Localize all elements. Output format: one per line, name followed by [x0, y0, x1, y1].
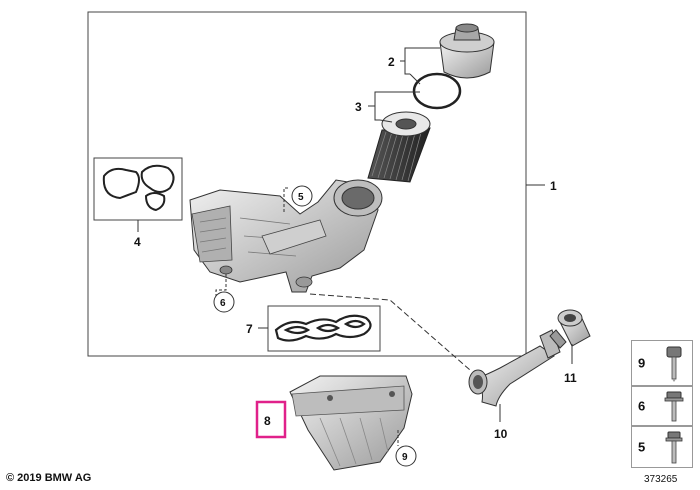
callout-9[interactable]: 9	[402, 452, 408, 463]
bolt-icon	[666, 346, 682, 382]
callout-bracket-2	[400, 47, 410, 75]
hardware-legend-item[interactable]: 5	[631, 426, 693, 468]
callout-4[interactable]: 4	[134, 235, 141, 249]
hardware-number: 9	[638, 355, 646, 371]
pipe-connector-part[interactable]	[549, 309, 591, 349]
callout-8[interactable]: 8	[264, 414, 271, 428]
callout-10[interactable]: 10	[494, 427, 508, 441]
oil-filter-element-part[interactable]	[367, 111, 431, 183]
callout-5-circle	[291, 185, 313, 207]
gasket-7-part[interactable]	[274, 314, 372, 342]
callout-5[interactable]: 5	[298, 192, 304, 203]
gasket-box-7	[267, 305, 381, 352]
oil-filter-housing-part[interactable]	[189, 179, 383, 293]
heat-shield-part[interactable]	[289, 375, 413, 471]
highlight-box-8	[255, 400, 287, 439]
hardware-legend-item[interactable]: 9	[631, 340, 693, 386]
callout-7[interactable]: 7	[246, 322, 253, 336]
callout-1[interactable]: 1	[550, 179, 557, 193]
o-ring-part[interactable]	[412, 72, 462, 110]
image-id-text: 373265	[644, 474, 678, 485]
stud-bolt-icon	[664, 391, 684, 422]
callout-11[interactable]: 11	[564, 371, 577, 385]
hardware-legend-item[interactable]: 6	[631, 386, 693, 426]
screw-icon	[665, 431, 683, 464]
gasket-set-part[interactable]	[102, 164, 175, 212]
hardware-number: 6	[638, 398, 646, 414]
assembly-frame	[87, 11, 527, 357]
copyright-text: © 2019 BMW AG	[6, 472, 92, 484]
callout-bracket-3	[368, 91, 380, 121]
callout-6[interactable]: 6	[220, 298, 226, 309]
callout-9-circle	[395, 445, 417, 467]
oil-pipe-part[interactable]	[468, 329, 561, 407]
hardware-number: 5	[638, 439, 646, 455]
callout-6-circle	[213, 291, 235, 313]
oil-filter-cover-part[interactable]	[439, 23, 495, 79]
callout-3[interactable]: 3	[355, 100, 362, 114]
callout-2[interactable]: 2	[388, 55, 395, 69]
